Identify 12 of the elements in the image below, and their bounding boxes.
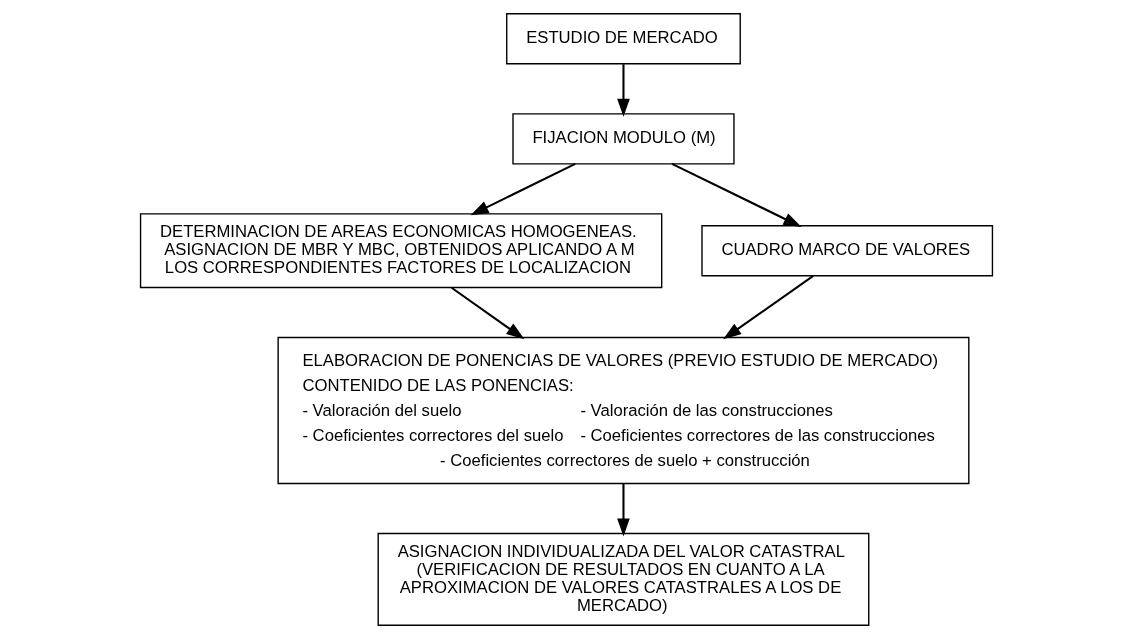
arrow	[616, 64, 630, 117]
arrow	[671, 162, 802, 228]
node-box: DETERMINACION DE AREAS ECONOMICAS HOMOGENEAS. ASIGNACION DE MBR Y MBC, OBTENIDOS APLICANDO A M LOS CORRESPONDIENTES FACTORES DE LOCALIZACION	[139, 213, 662, 289]
arrow	[616, 483, 630, 537]
arrow	[450, 286, 524, 340]
node-box: FIJACION MODULO (M)	[511, 113, 735, 165]
node-box: CUADRO MARCO DE VALORES	[700, 225, 993, 277]
node-box: ASIGNACION INDIVIDUALIZADA DEL VALOR CATASTRAL (VERIFICACION DE RESULTADOS EN CUANTO A LA APROXIMACION DE VALORES CATASTRALES A LOS DE MERCADO)	[377, 532, 869, 626]
arrow	[722, 275, 814, 340]
arrow	[470, 162, 576, 216]
node-box: ELABORACION DE PONENCIAS DE VALORES (PREVIO ESTUDIO DE MERCADO) CONTENIDO DE LAS PONENCIAS: - Valoración del suelo - Valoración de las construcciones - Coeficientes correctores del suelo - Coeficientes correctores de las construcciones - Coeficientes correctores de suelo + construcción	[276, 336, 969, 485]
node-box: ESTUDIO DE MERCADO	[505, 13, 741, 65]
